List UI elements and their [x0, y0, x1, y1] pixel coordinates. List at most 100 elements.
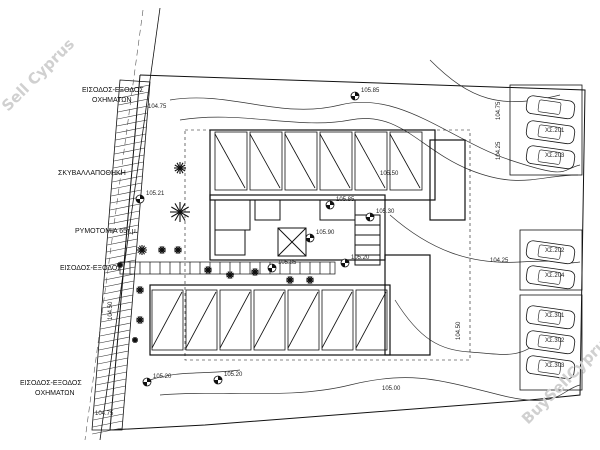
level-marker: 105.21	[135, 191, 165, 204]
bay-diagonal	[253, 291, 285, 349]
road-line	[99, 7, 161, 441]
car	[525, 355, 576, 380]
level-value: 105.20	[153, 374, 172, 380]
hatch-line	[116, 126, 147, 134]
car	[525, 95, 576, 120]
tree-icon	[251, 268, 259, 276]
bay-diagonal	[287, 291, 319, 349]
hatch-line	[107, 238, 138, 246]
parking-space-label: ΧΣ.303	[545, 363, 565, 369]
hatch-line	[96, 371, 127, 379]
car	[525, 145, 576, 170]
parking-space-label: ΧΣ.302	[545, 338, 565, 344]
level-marker: 105.20	[213, 372, 243, 385]
hatch-line	[115, 133, 146, 141]
cars	[525, 95, 576, 380]
road-dashes	[84, 9, 144, 441]
hatch-line	[103, 280, 134, 288]
car	[525, 265, 576, 290]
tree-icon	[204, 266, 212, 274]
level-marker: 105.90	[305, 230, 335, 243]
car	[525, 120, 576, 145]
parking-space-label: ΧΣ.301	[545, 313, 565, 319]
vehicle-entrance-top-line1: ΕΙΣΟΔΟΣ-ΕΞΟΔΟΣ	[82, 87, 144, 94]
refuse-store-label: ΣΚΥΒΑΛΛΑΠΟΘΗΚΗ	[58, 170, 126, 177]
hatch-line	[109, 210, 140, 218]
tree-icon	[286, 276, 294, 284]
vehicle-entrance-bottom-line2: ΟΧΗΜΑΤΩΝ	[35, 390, 75, 397]
hatch-line	[118, 98, 149, 106]
hatch-line	[92, 427, 123, 435]
central-core	[214, 199, 381, 266]
regulator-label: ΡΥΜΟΤΟΜΙΑ 65τ.μ.	[75, 228, 138, 235]
tree-icon	[137, 245, 147, 255]
parking-bays-bottom	[151, 289, 388, 351]
hatch-line	[116, 119, 147, 127]
bay-diagonal	[219, 291, 251, 349]
hatch-line	[94, 399, 125, 407]
car	[525, 240, 576, 265]
car	[525, 330, 576, 355]
hatch-line	[108, 217, 140, 225]
hatch-line	[101, 315, 132, 323]
hatch-line	[106, 245, 137, 253]
hatch-line	[117, 112, 148, 120]
hatch-line	[93, 406, 124, 414]
parking-space-label: ΧΣ.201	[545, 128, 565, 134]
hatch-line	[92, 420, 123, 428]
bay-diagonal	[284, 133, 316, 189]
level-marker: 105.30	[365, 209, 395, 222]
vehicle-entrance-top-line2: ΟΧΗΜΑΤΩΝ	[92, 97, 132, 104]
parking-bay	[354, 131, 388, 191]
hatch-line	[97, 357, 128, 365]
tree-icon	[136, 316, 144, 324]
hatch-line	[99, 336, 130, 344]
hatch-line	[103, 287, 134, 295]
hatch-line	[117, 105, 148, 113]
hatch-line	[113, 154, 145, 162]
hatch-line	[93, 413, 124, 421]
bay-diagonal	[214, 133, 246, 189]
watermark-top-left: Sell Cyprus	[0, 35, 78, 115]
tree-icon	[174, 246, 182, 254]
parking-space-label: ΧΣ.203	[545, 153, 565, 159]
hatch-line	[119, 84, 150, 92]
parking-bays-top	[214, 131, 423, 191]
hatch-line	[111, 182, 142, 190]
vehicle-entrance-bottom-line1: ΕΙΣΟΔΟΣ-ΕΞΟΔΟΣ	[20, 380, 82, 387]
tree-icon	[117, 262, 123, 268]
bay-diagonal	[355, 291, 387, 349]
parking-bay	[321, 289, 354, 351]
level-marker: 105.85	[350, 88, 380, 101]
tree-icon	[226, 271, 234, 279]
contour-value: 104.50	[108, 301, 114, 320]
tree-icon	[158, 246, 166, 254]
level-value: 105.90	[316, 230, 335, 236]
parking-bay	[219, 289, 252, 351]
bay-diagonal	[389, 133, 421, 189]
bay-diagonal	[151, 291, 183, 349]
parking-bay	[185, 289, 218, 351]
hatch-line	[101, 308, 132, 316]
bay-diagonal	[319, 133, 351, 189]
road-hatch	[91, 79, 151, 435]
level-markers: 105.85 105.21 105.90 105.85 105.20 105.20 105.…	[135, 88, 395, 387]
hatch-line	[104, 273, 135, 281]
contour-value: 104.50	[456, 321, 462, 340]
building-outline	[149, 129, 471, 361]
parking-bay	[214, 131, 248, 191]
plot-boundary	[109, 74, 586, 431]
tree-icon	[170, 202, 190, 222]
parking-bay	[284, 131, 318, 191]
level-value: 105.85	[361, 88, 380, 94]
level-marker: 105.85	[325, 197, 355, 210]
parking-bay	[287, 289, 320, 351]
tree-icon	[174, 162, 186, 174]
car	[525, 305, 576, 330]
hatch-line	[96, 378, 127, 386]
hatch-line	[112, 175, 143, 183]
hatch-line	[113, 161, 144, 169]
hatch-line	[110, 196, 141, 204]
bay-diagonal	[321, 291, 353, 349]
level-value: 105.20	[224, 372, 243, 378]
